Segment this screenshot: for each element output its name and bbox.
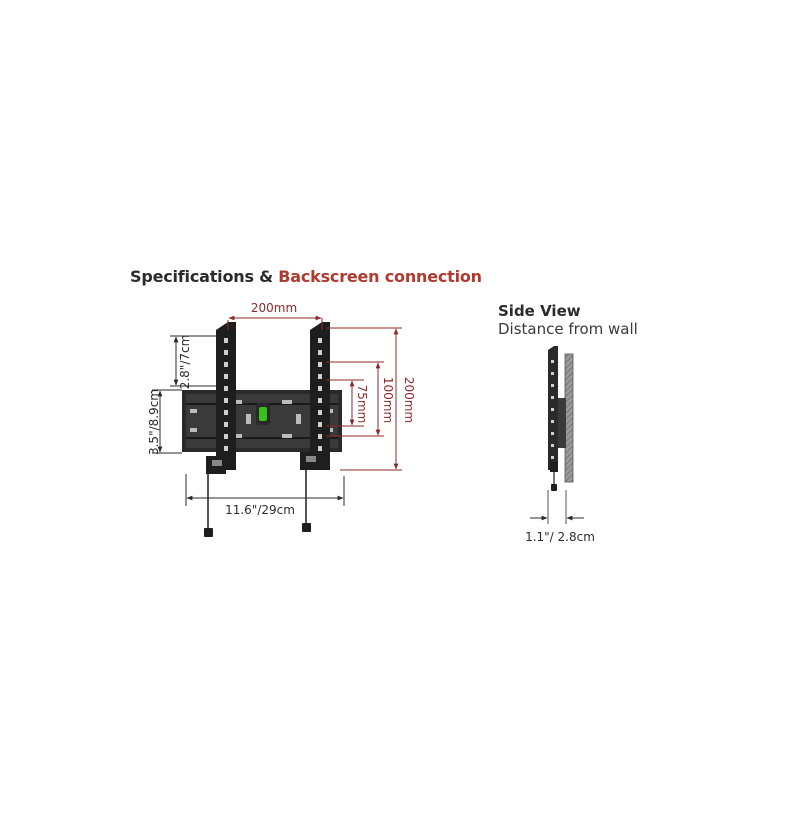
height-inner-label: 75mm <box>355 385 369 424</box>
wall-distance-label: 1.1"/ 2.8cm <box>525 530 595 544</box>
left-dimension-lower <box>152 389 182 454</box>
height-mid-label: 100mm <box>381 377 395 423</box>
width-dimension-top <box>227 315 323 330</box>
bottom-width-label: 11.6"/29cm <box>225 503 295 517</box>
specifications-heading: Specifications & Backscreen connection <box>130 267 482 286</box>
left-dimension-upper <box>170 335 216 387</box>
wall-distance-dimension <box>530 490 584 524</box>
side-view-bracket <box>548 346 574 491</box>
height-dimension-inner <box>326 379 364 427</box>
bottom-width-dimension <box>185 474 345 506</box>
left-upper-label: 2.8"/7cm <box>178 335 192 390</box>
heading-backscreen-text: Backscreen connection <box>278 267 482 286</box>
side-view-subtitle: Distance from wall <box>498 320 638 338</box>
height-outer-label: 200mm <box>402 377 416 423</box>
heading-specifications-text: Specifications & <box>130 267 279 286</box>
level-bubble <box>259 407 267 421</box>
left-lower-label: 3.5"/8.9cm <box>147 389 161 455</box>
width-top-label: 200mm <box>251 301 297 315</box>
height-dimension-outer <box>326 327 402 471</box>
side-view-title: Side View <box>498 302 581 320</box>
height-dimension-mid <box>326 361 384 437</box>
